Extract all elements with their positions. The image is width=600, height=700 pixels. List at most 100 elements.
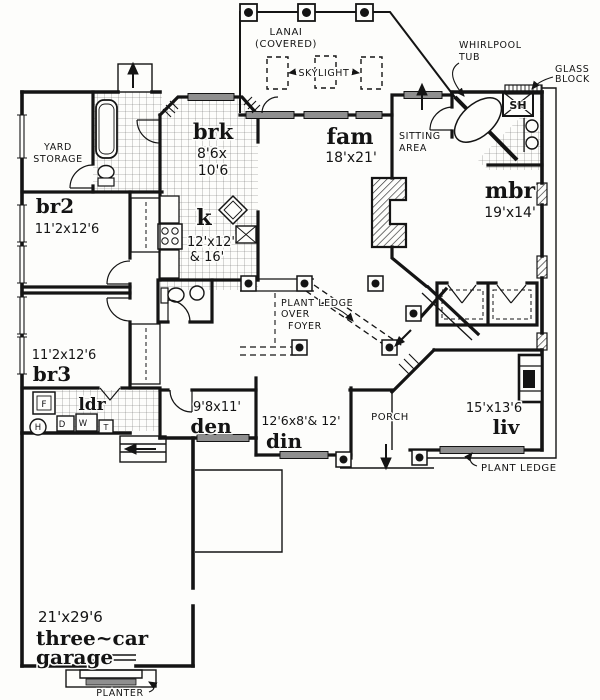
planter-hatch [85,678,137,686]
porch-step-arrow [380,444,392,471]
freezer-box [32,391,56,415]
ldr-name: ldr [78,395,106,415]
whirlpool-tub [453,97,503,143]
liv-window [439,446,525,454]
closet-door [496,284,527,304]
mbr-dims: 19'x14' [484,205,536,221]
planter-step [79,669,143,679]
mbr-closets-walls [435,281,539,327]
lanai: LANAI (COVERED) SKYLIGHT [239,3,458,113]
thin-lines [65,63,557,688]
mbr-closet-interiors [441,284,532,320]
master-vanity [523,118,539,152]
den-name: den [190,414,232,438]
counter [159,249,180,279]
lanai-posts [239,3,374,22]
foyer-posts [240,275,428,468]
wall-fam-right [390,113,429,289]
powder-door [167,299,191,323]
whirlpool-label-1: WHIRLPOOL [459,40,522,51]
laundry-fixtures [29,391,114,436]
glass-block-label-2: BLOCK [555,74,590,85]
water-heater [29,418,47,436]
garage-door-lines [90,654,136,661]
water-heater-label: H [35,423,41,433]
entry-diagonal-wall [425,284,481,337]
callout-leaders [148,62,554,693]
sink-icon [189,285,205,301]
br2-dims: 11'2x12'6 [35,222,99,237]
brk-lanai-door [261,96,279,114]
bath-door [136,119,161,144]
window-icon [17,204,27,243]
brk-dims-2: 10'6 [198,163,229,179]
sink-icon [525,136,539,150]
plant-ledge-outline [418,87,557,459]
kitchen-dims-1: 12'x12' [187,235,235,250]
whirlpool-label-2: TUB [458,52,480,63]
mbr-name: mbr [485,178,536,204]
skylight-label: SKYLIGHT [299,68,350,79]
lanai-label-1: LANAI [270,27,303,38]
freezer-label: F [41,400,46,410]
wall-br2-br3 [20,285,132,295]
left-wall-windows [17,114,27,375]
closet-door [447,284,477,304]
range-icon [157,223,183,250]
din-name: din [266,429,303,453]
window-icon [17,245,27,284]
liv-fireplace [517,353,544,404]
main-bath-fixtures [95,99,118,187]
garage-step-arrow [123,443,156,455]
powder-room-walls [156,278,214,324]
kitchen-fixtures [157,194,257,279]
br2-door [106,260,131,285]
plant-ledge-foyer-label-1: PLANT LEDGE [281,298,353,309]
brk-dims-1: 8'6x [197,146,227,162]
counter [159,195,180,224]
island-sink [217,194,249,226]
glass-block-leader [531,76,554,90]
lanai-label-2: (COVERED) [255,39,317,50]
brk-name: brk [193,119,234,144]
plant-ledge-leader [464,452,478,467]
den-window [196,434,250,442]
plant-ledge-foyer-leader [319,302,354,322]
glass-block-label-1: GLASS [555,64,589,75]
fam-window [245,111,295,119]
step-arrows [123,61,428,471]
kitchen-dims-2: & 16' [190,250,224,265]
planter-leader [148,681,158,693]
skylight-arrow-left [288,68,297,76]
toilet-icon [97,164,115,180]
doors [69,96,453,413]
skylight-outlines [266,55,383,90]
laundry-tub-label: T [103,423,109,432]
porch-label: PORCH [371,412,409,423]
br3-dims: 11'2x12'6 [32,348,96,363]
bedroom-hall-closets [130,197,161,385]
fam-window [355,111,383,119]
whirlpool-leader [452,62,465,97]
fam-window [303,111,349,119]
kitchen-breakfast-tile [160,97,258,290]
plant-ledge-foyer-label-2: OVER [281,309,310,320]
room-labels: WHIRLPOOL TUB GLASS BLOCK YARD STORAGE S… [30,39,590,700]
sitting-bath-door [429,106,453,131]
walkway-outline [195,469,283,553]
br3-name: br3 [33,362,71,386]
ldr-bifold-door [99,387,121,401]
dryer-box [56,415,75,432]
den-dims: 9'8x11' [193,400,241,415]
kitchen-name: k [196,205,212,231]
shower-stall: SH [502,91,534,117]
window-icon [17,296,27,335]
glass-block-window [504,84,543,95]
garage-dims: 21'x29'6 [38,608,103,626]
wall-liv-porch-diagonal [389,347,437,395]
chimney-bump [117,63,153,93]
liv-name: liv [493,415,521,439]
garage-name-1: three~car [36,626,149,650]
plant-ledge-label: PLANT LEDGE [481,463,557,474]
